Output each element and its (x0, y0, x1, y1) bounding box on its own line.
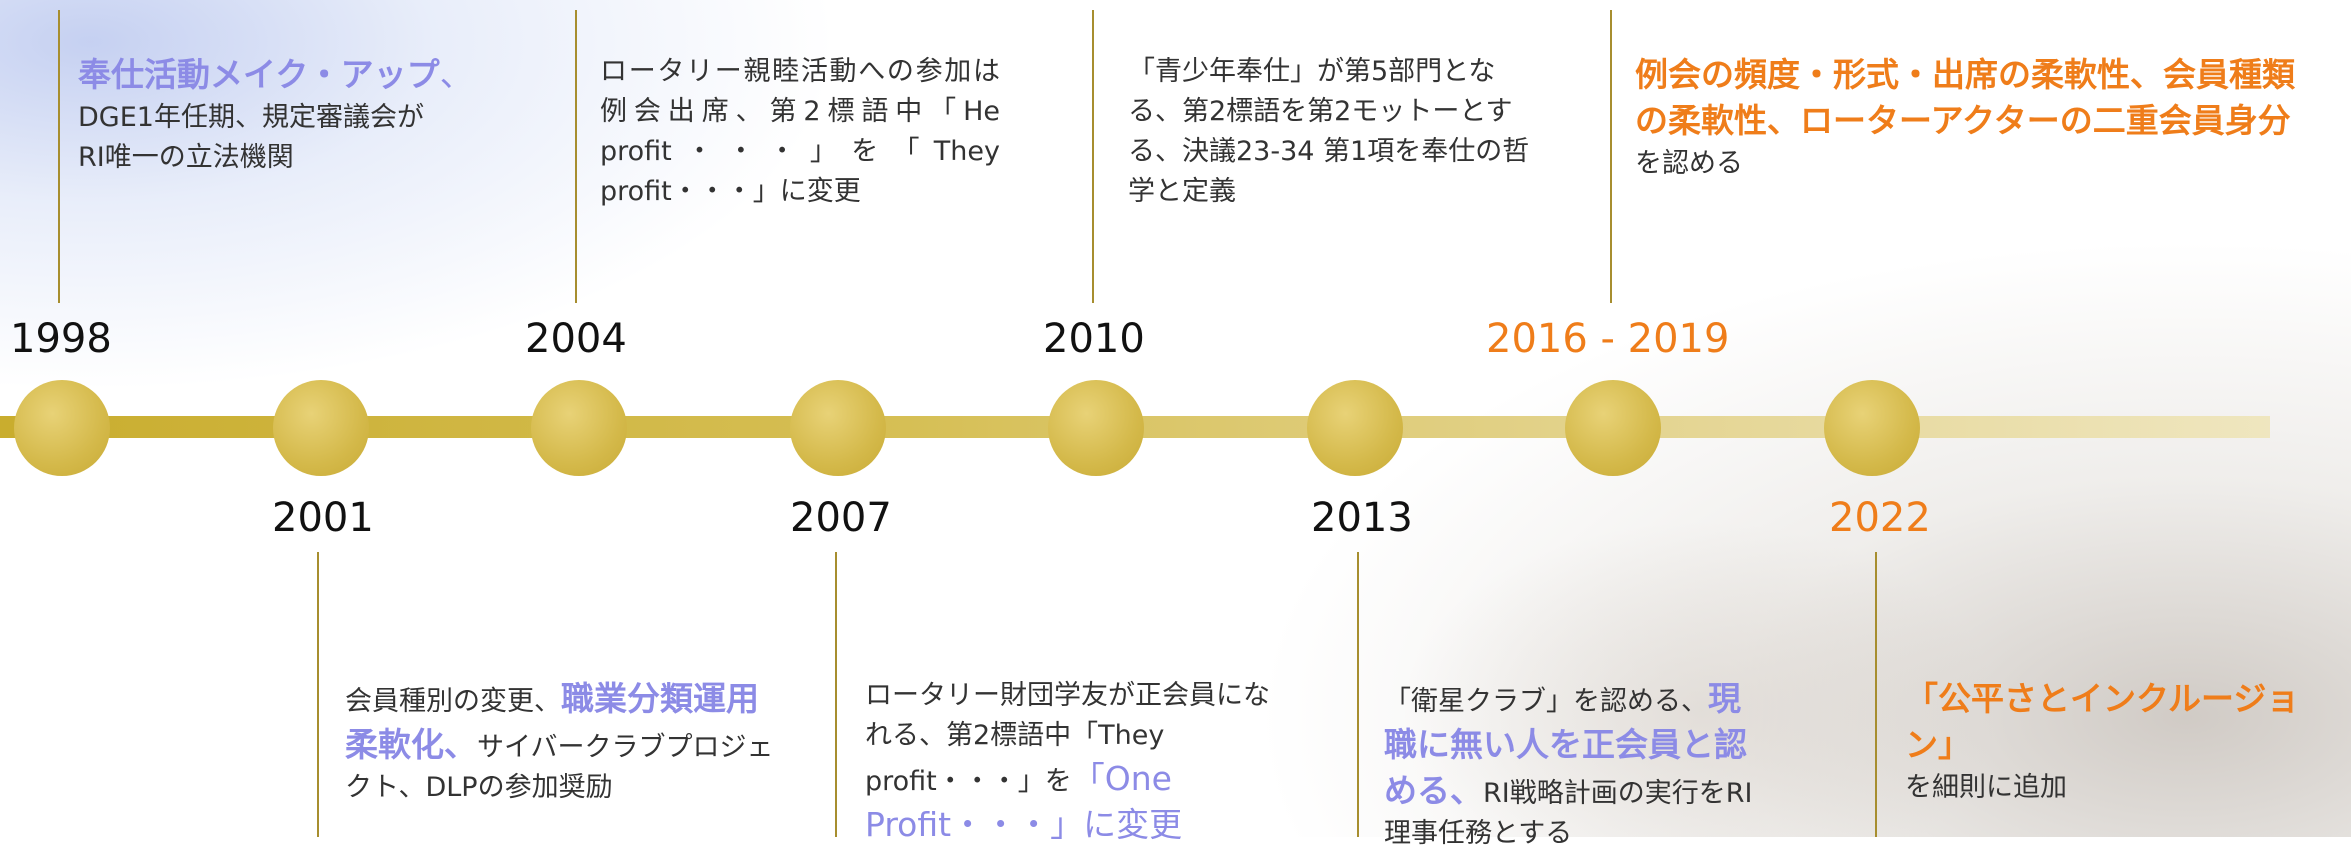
event-text-2016-2019: 例会の頻度・形式・出席の柔軟性、会員種類の柔軟性、ローターアクターの二重会員身分… (1635, 52, 2315, 184)
connector-2010 (1092, 10, 1094, 303)
event-2013-tail: RI戦略計画の実行をRI理事任務とする (1384, 778, 1753, 849)
event-2016-2019-highlight: 例会の頻度・形式・出席の柔軟性、会員種類の柔軟性、ローターアクターの二重会員身分 (1635, 55, 2295, 140)
event-text-2004: ロータリー親睦活動への参加は例会出席、第2標語中「He profit・・・」を「… (600, 52, 1000, 212)
event-2010-body: 「青少年奉仕」が第5部門となる、第2標語を第2モットーとする、決議23-34 第… (1128, 56, 1530, 207)
event-2001-highlight: 職業分類運用柔軟化、 (345, 679, 759, 764)
connector-2016-2019 (1610, 10, 1612, 303)
connector-1998 (58, 10, 60, 303)
event-text-2010: 「青少年奉仕」が第5部門となる、第2標語を第2モットーとする、決議23-34 第… (1128, 52, 1548, 212)
event-2022-tail: を細則に追加 (1905, 772, 2067, 803)
event-2001-tail: サイバークラブプロジェクト、DLPの参加奨励 (345, 732, 774, 803)
background-photo-shade (1400, 520, 2000, 837)
event-1998-comma: 、 (439, 55, 473, 94)
timeline-dot-2007 (790, 380, 886, 476)
year-label-2022: 2022 (1829, 495, 1931, 541)
timeline-dot-2010 (1048, 380, 1144, 476)
event-2016-2019-tail: を認める (1635, 148, 1743, 179)
connector-2004 (575, 10, 577, 303)
event-1998-line2: DGE1年任期、規定審議会が (78, 102, 424, 133)
timeline-dot-1998 (14, 380, 110, 476)
event-2013-highlight: 現職に無い人を正会員と認める、 (1384, 679, 1747, 810)
background-photo (1251, 237, 2351, 837)
event-1998-line3: RI唯一の立法機関 (78, 142, 294, 173)
connector-2001 (317, 552, 319, 837)
event-2022-highlight: 「公平さとインクルージョン」 (1905, 679, 2300, 764)
timeline-dot-2013 (1307, 380, 1403, 476)
connector-2022 (1875, 552, 1877, 837)
timeline-dot-2001 (273, 380, 369, 476)
event-text-2013: 「衛星クラブ」を認める、現職に無い人を正会員と認める、RI戦略計画の実行をRI理… (1384, 676, 1764, 854)
year-label-2013: 2013 (1311, 495, 1413, 541)
year-label-2016-2019: 2016 - 2019 (1486, 316, 1730, 362)
event-2004-body: ロータリー親睦活動への参加は例会出席、第2標語中「He profit・・・」を「… (600, 56, 1000, 207)
event-2001-lead: 会員種別の変更、 (345, 686, 561, 717)
event-2007-lead: ロータリー財団学友が正会員になれる、第2標語中「They profit・・・」を (865, 680, 1270, 797)
connector-2007 (835, 552, 837, 837)
timeline-dot-2016-2019 (1565, 380, 1661, 476)
event-text-2001: 会員種別の変更、職業分類運用柔軟化、サイバークラブプロジェクト、DLPの参加奨励 (345, 676, 785, 808)
event-text-1998: 奉仕活動メイク・アップ、 DGE1年任期、規定審議会が RI唯一の立法機関 (78, 52, 518, 178)
background-glow (0, 0, 900, 420)
year-label-2007: 2007 (790, 495, 892, 541)
connector-2013 (1357, 552, 1359, 837)
event-2013-lead: 「衛星クラブ」を認める、 (1384, 686, 1708, 717)
year-label-2004: 2004 (525, 316, 627, 362)
year-label-2010: 2010 (1043, 316, 1145, 362)
year-label-1998: 1998 (10, 316, 112, 362)
timeline-dot-2022 (1824, 380, 1920, 476)
event-text-2007: ロータリー財団学友が正会員になれる、第2標語中「They profit・・・」を… (865, 676, 1275, 848)
timeline-dot-2004 (531, 380, 627, 476)
event-text-2022: 「公平さとインクルージョン」 を細則に追加 (1905, 676, 2345, 808)
year-label-2001: 2001 (272, 495, 374, 541)
event-1998-highlight: 奉仕活動メイク・アップ (78, 55, 440, 94)
